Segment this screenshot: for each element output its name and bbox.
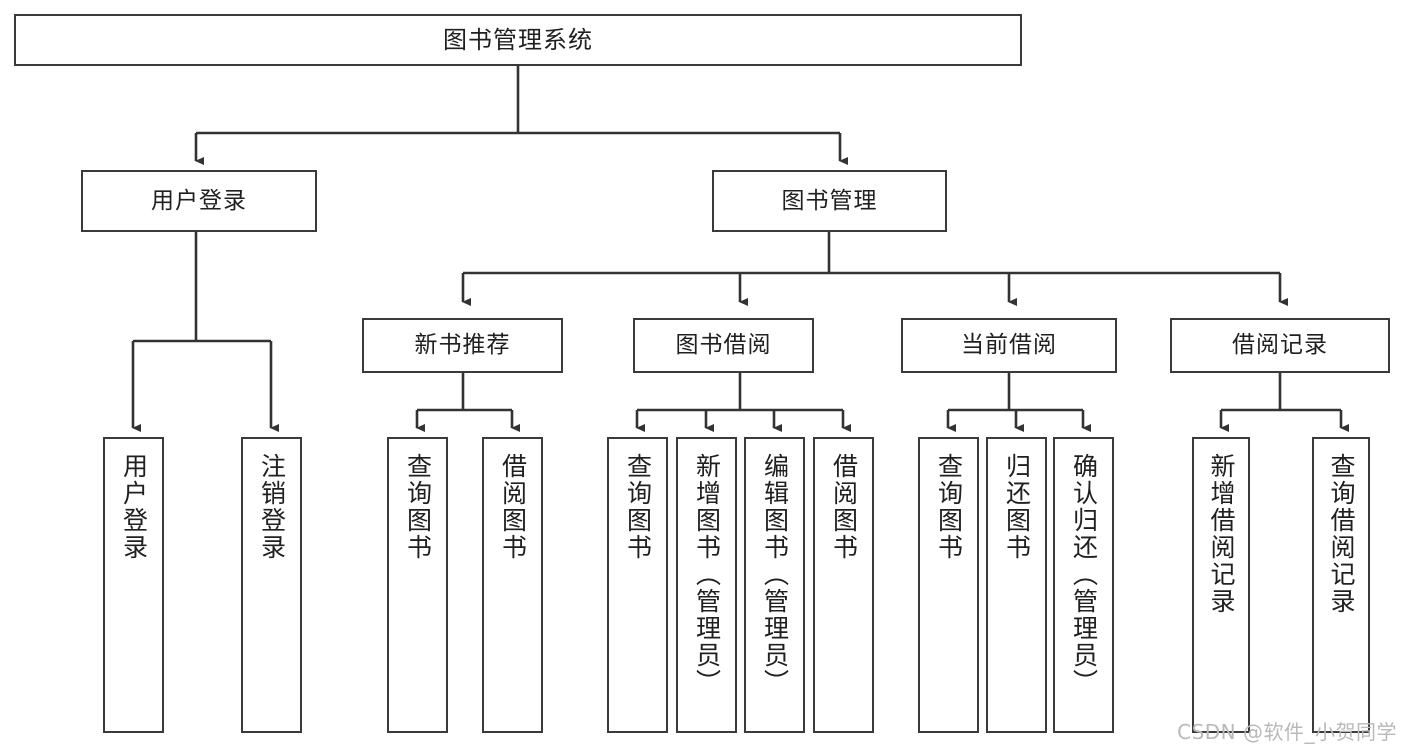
csdn-watermark: CSDN @软件_小贺同学	[1177, 720, 1397, 744]
leaf-label: 查询借阅记录	[1327, 453, 1356, 615]
node-borrow-record-label: 借阅记录	[1232, 332, 1328, 358]
leaf-current-return-book[interactable]: 归还图书	[986, 437, 1047, 733]
node-current-borrow-label: 当前借阅	[961, 332, 1057, 358]
leaf-current-query-book[interactable]: 查询图书	[918, 437, 979, 733]
leaf-label: 查询图书	[934, 453, 964, 561]
leaf-label: 新增图书（管理员）	[692, 453, 722, 696]
leaf-user-login-logout[interactable]: 注销登录	[241, 437, 302, 733]
leaf-user-login-login[interactable]: 用户登录	[103, 437, 164, 733]
leaf-record-add-record[interactable]: 新增借阅记录	[1192, 437, 1250, 733]
leaf-label: 归还图书	[1002, 453, 1032, 561]
leaf-label: 用户登录	[119, 453, 149, 561]
leaf-label: 编辑图书（管理员）	[760, 453, 790, 696]
leaf-label: 查询图书	[403, 453, 433, 561]
node-current-borrow[interactable]: 当前借阅	[901, 318, 1117, 373]
node-borrow-record[interactable]: 借阅记录	[1170, 318, 1390, 373]
node-book-management-label: 图书管理	[781, 187, 878, 214]
leaf-label: 查询图书	[623, 453, 653, 561]
leaf-label: 确认归还（管理员）	[1069, 453, 1099, 696]
leaf-label: 新增借阅记录	[1207, 453, 1236, 615]
node-user-login[interactable]: 用户登录	[81, 170, 317, 232]
leaf-borrow-add-book[interactable]: 新增图书（管理员）	[676, 437, 737, 733]
node-user-login-label: 用户登录	[151, 187, 247, 214]
leaf-recommend-borrow-book[interactable]: 借阅图书	[482, 437, 543, 733]
node-new-book-recommend[interactable]: 新书推荐	[362, 318, 563, 373]
leaf-current-confirm-return[interactable]: 确认归还（管理员）	[1053, 437, 1114, 733]
node-book-borrow[interactable]: 图书借阅	[633, 318, 814, 373]
leaf-record-query-record[interactable]: 查询借阅记录	[1312, 437, 1370, 733]
leaf-label: 借阅图书	[498, 453, 528, 561]
node-book-borrow-label: 图书借阅	[675, 332, 772, 358]
node-book-management[interactable]: 图书管理	[712, 170, 947, 232]
leaf-borrow-edit-book[interactable]: 编辑图书（管理员）	[744, 437, 805, 733]
leaf-recommend-query-book[interactable]: 查询图书	[387, 437, 448, 733]
node-root[interactable]: 图书管理系统	[14, 14, 1022, 66]
node-root-label: 图书管理系统	[443, 26, 593, 54]
leaf-borrow-borrow-book[interactable]: 借阅图书	[813, 437, 874, 733]
leaf-label: 注销登录	[257, 453, 287, 561]
leaf-label: 借阅图书	[829, 453, 859, 561]
node-new-book-recommend-label: 新书推荐	[414, 332, 511, 358]
leaf-borrow-query-book[interactable]: 查询图书	[607, 437, 668, 733]
